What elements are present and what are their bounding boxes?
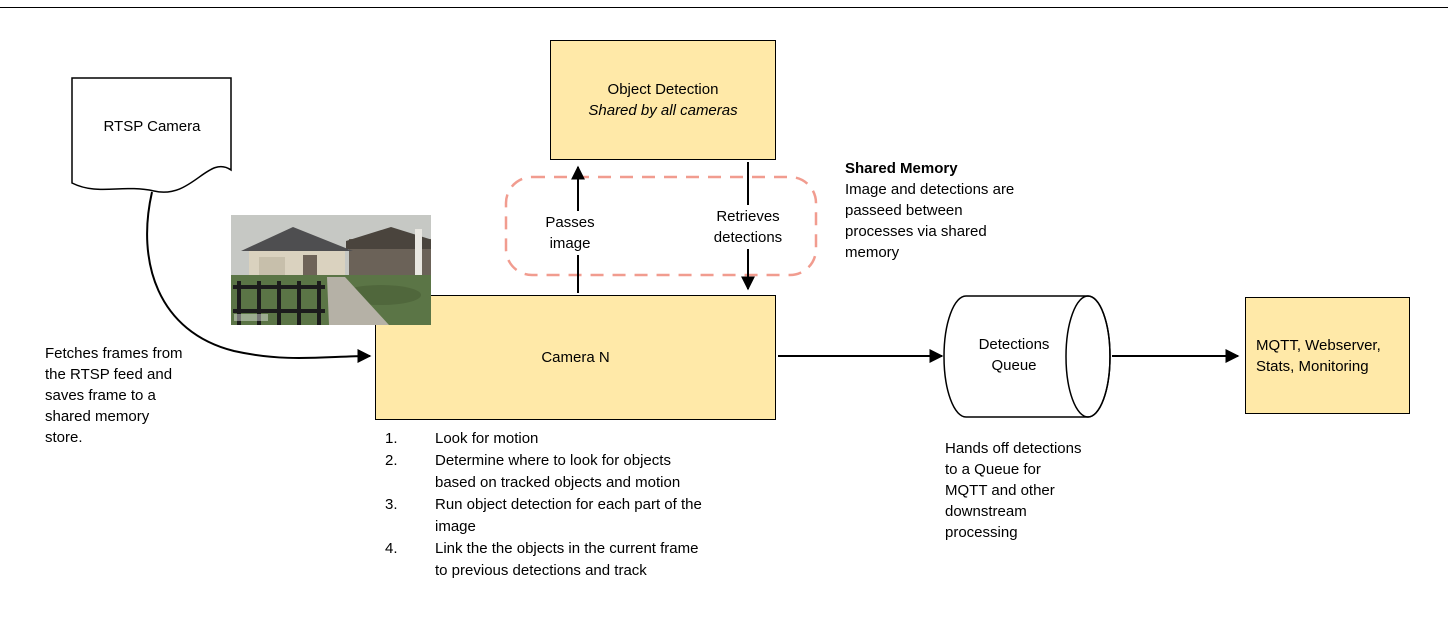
snapshot-door	[303, 255, 317, 279]
step-text: Determine where to look for objects base…	[435, 452, 681, 491]
snapshot-sidewalk	[327, 277, 389, 325]
camera-snapshot-image	[231, 215, 436, 325]
object-detection-node: Object Detection Shared by all cameras	[550, 40, 776, 160]
snapshot-far-roof	[346, 227, 436, 249]
camera-n-label: Camera N	[541, 349, 610, 366]
step-number: 2.	[385, 452, 398, 469]
outputs-node: MQTT, Webserver, Stats, Monitoring	[1245, 297, 1410, 414]
queue-handoff-note: Hands off detections to a Queue for MQTT…	[945, 440, 1082, 541]
shared-memory-boundary	[504, 175, 818, 277]
list-item: 2. Determine where to look for objects b…	[385, 450, 775, 494]
outputs-label: MQTT, Webserver, Stats, Monitoring	[1256, 336, 1381, 375]
shared-memory-body: Image and detections are passeed between…	[845, 181, 1015, 261]
snapshot-house-roof	[241, 227, 353, 251]
shared-memory-title: Shared Memory	[845, 160, 958, 177]
snapshot-garage-door	[259, 257, 285, 279]
detections-queue-label: Detections Queue	[978, 336, 1050, 374]
retrieves-detections-label: Retrieves detections	[705, 205, 791, 249]
rtsp-camera-document-shape	[71, 77, 232, 193]
list-item: 3. Run object detection for each part of…	[385, 494, 775, 538]
snapshot-timestamp-overlay	[234, 314, 268, 321]
fetches-frames-note: Fetches frames from the RTSP feed and sa…	[45, 345, 183, 446]
rtsp-camera-label: RTSP Camera	[103, 118, 201, 135]
passes-image-label: Passes image	[537, 211, 603, 255]
snapshot-porch-post	[415, 229, 422, 281]
step-text: Run object detection for each part of th…	[435, 496, 702, 535]
object-detection-title: Object Detection	[607, 81, 719, 98]
step-number: 4.	[385, 540, 398, 557]
camera-n-node: Camera N	[375, 295, 776, 420]
shared-memory-note: Shared Memory Image and detections are p…	[845, 158, 1057, 263]
top-border-rule	[0, 7, 1448, 8]
step-number: 1.	[385, 430, 398, 447]
list-item: 4. Link the the objects in the current f…	[385, 538, 775, 582]
step-text: Link the the objects in the current fram…	[435, 540, 699, 579]
snapshot-fence	[233, 281, 325, 325]
camera-steps-list: 1. Look for motion 2. Determine where to…	[385, 428, 775, 582]
detections-queue-shape	[943, 295, 1111, 418]
step-text: Look for motion	[435, 430, 539, 447]
list-item: 1. Look for motion	[385, 428, 775, 450]
object-detection-subtitle: Shared by all cameras	[588, 102, 738, 119]
step-number: 3.	[385, 496, 398, 513]
rtsp-to-camera-arrow	[146, 191, 372, 364]
